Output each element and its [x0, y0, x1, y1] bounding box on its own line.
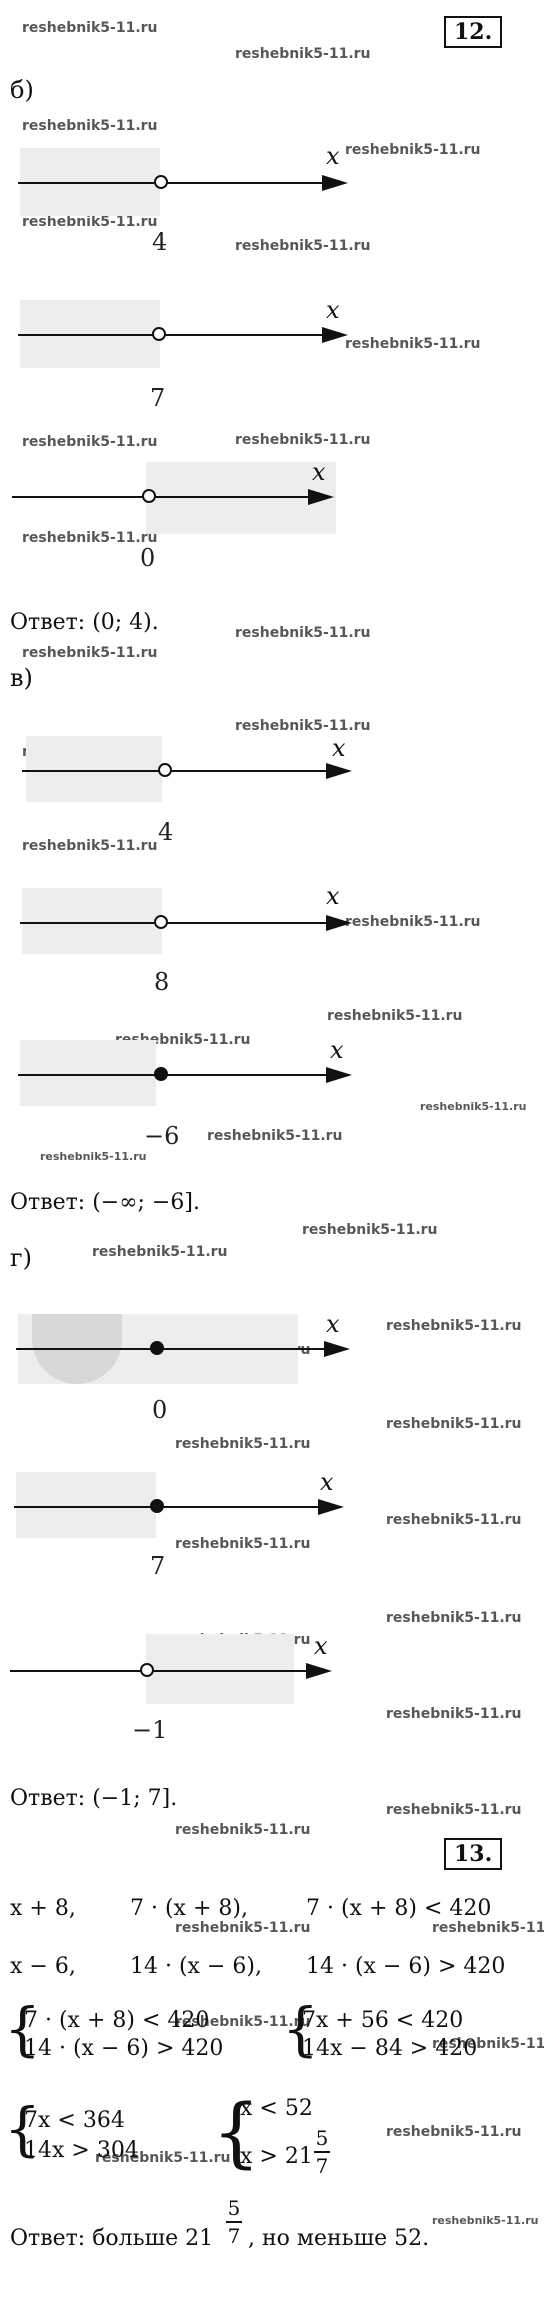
watermark: reshebnik5-11.ru: [22, 20, 158, 36]
tick-label: 4: [158, 818, 174, 846]
watermark: reshebnik5-11.ru: [345, 914, 481, 930]
watermark: reshebnik5-11.ru: [40, 1150, 147, 1163]
answer-suffix: , но меньше 52.: [248, 2226, 430, 2251]
open-point: [152, 327, 166, 341]
watermark: reshebnik5-11.ru: [432, 2214, 539, 2227]
axis-label: x: [320, 1468, 334, 1496]
watermark: reshebnik5-11.ru: [95, 2150, 231, 2166]
axis-label: x: [326, 296, 340, 324]
watermark: reshebnik5-11.ru: [386, 2124, 522, 2140]
watermark: reshebnik5-11.ru: [235, 46, 371, 62]
answer: Ответ: больше 21: [10, 2226, 213, 2251]
fraction-numerator: 5: [315, 2126, 329, 2150]
watermark: reshebnik5-11.ru: [235, 432, 371, 448]
expression: 7 · (x + 8),: [130, 1896, 248, 1921]
system-line: 7x < 364: [24, 2108, 125, 2133]
axis-label: x: [326, 142, 340, 170]
tick-label: 0: [140, 544, 156, 572]
watermark: reshebnik5-11.ru: [175, 1920, 311, 1936]
system-line: x < 52: [240, 2096, 313, 2121]
watermark: reshebnik5-11.ru: [432, 1920, 544, 1936]
answer: Ответ: (−∞; −6].: [10, 1190, 200, 1215]
tick-label: 0: [152, 1396, 168, 1424]
watermark: reshebnik5-11.ru: [22, 434, 158, 450]
watermark: reshebnik5-11.ru: [345, 336, 481, 352]
tick-label: 8: [154, 968, 170, 996]
watermark: reshebnik5-11.ru: [175, 1536, 311, 1552]
watermark: reshebnik5-11.ru: [302, 1222, 438, 1238]
axis-label: x: [326, 882, 340, 910]
watermark: reshebnik5-11.ru: [386, 1706, 522, 1722]
watermark: reshebnik5-11.ru: [22, 118, 158, 134]
system-line: x > 21: [240, 2144, 313, 2169]
part-label: г): [10, 1244, 32, 1272]
system-brace: {: [282, 1995, 319, 2063]
watermark: reshebnik5-11.ru: [92, 1244, 228, 1260]
watermark: reshebnik5-11.ru: [22, 530, 158, 546]
open-point: [142, 489, 156, 503]
tick-label: 4: [152, 228, 168, 256]
open-point: [158, 763, 172, 777]
open-point: [154, 175, 168, 189]
axis-label: x: [332, 734, 346, 762]
fraction-denominator: 7: [227, 2224, 241, 2248]
system-brace: {: [4, 1995, 41, 2063]
tick-label: 7: [150, 384, 166, 412]
fraction: 5 7: [226, 2196, 242, 2248]
open-point: [140, 1663, 154, 1677]
watermark: reshebnik5-11.ru: [22, 214, 158, 230]
system-line: 7x + 56 < 420: [302, 2008, 464, 2033]
watermark: reshebnik5-11.ru: [175, 1436, 311, 1452]
part-label: б): [10, 76, 34, 104]
watermark: reshebnik5-11.ru: [386, 1416, 522, 1432]
fraction-denominator: 7: [315, 2154, 329, 2178]
watermark: reshebnik5-11.ru: [22, 645, 158, 661]
expression: x − 6,: [10, 1954, 76, 1979]
watermark: reshebnik5-11.ru: [386, 1318, 522, 1334]
watermark: reshebnik5-11.ru: [420, 1100, 527, 1113]
task-number: 12.: [444, 16, 503, 48]
watermark: reshebnik5-11.ru: [386, 1802, 522, 1818]
system-line: 14 · (x − 6) > 420: [24, 2036, 224, 2061]
answer: Ответ: (0; 4).: [10, 610, 159, 635]
answer-prefix: Ответ: больше 21: [10, 2226, 214, 2251]
watermark: reshebnik5-11.ru: [432, 2036, 544, 2052]
watermark: reshebnik5-11.ru: [175, 1822, 311, 1838]
watermark: reshebnik5-11.ru: [235, 718, 371, 734]
system-line: 14x > 304: [24, 2138, 139, 2163]
filled-point: [150, 1341, 164, 1355]
expression: 14 · (x − 6),: [130, 1954, 262, 1979]
fraction: 5 7: [314, 2126, 330, 2178]
expression: 14 · (x − 6) > 420: [306, 1954, 506, 1979]
tick-label: 7: [150, 1552, 166, 1580]
watermark: reshebnik5-11.ru: [22, 838, 158, 854]
axis-label: x: [326, 1310, 340, 1338]
open-point: [154, 915, 168, 929]
watermark: reshebnik5-11.ru: [327, 1008, 463, 1024]
axis-label: x: [314, 1632, 328, 1660]
part-label: в): [10, 664, 33, 692]
system-line: 14x − 84 > 420: [302, 2036, 478, 2061]
axis-label: x: [330, 1036, 344, 1064]
axis-label: x: [312, 458, 326, 486]
answer: Ответ: (−1; 7].: [10, 1786, 178, 1811]
watermark: reshebnik5-11.ru: [386, 1512, 522, 1528]
watermark: reshebnik5-11.ru: [175, 2014, 311, 2030]
filled-point: [150, 1499, 164, 1513]
task-number: 13.: [444, 1838, 503, 1870]
tick-label: −1: [132, 1716, 168, 1744]
filled-point: [154, 1067, 168, 1081]
watermark: reshebnik5-11.ru: [235, 238, 371, 254]
tick-label: −6: [144, 1122, 180, 1150]
watermark: reshebnik5-11.ru: [235, 625, 371, 641]
system-line: 7 · (x + 8) < 420: [24, 2008, 210, 2033]
expression: 7 · (x + 8) < 420: [306, 1896, 492, 1921]
system-brace: {: [212, 2087, 261, 2176]
watermark: reshebnik5-11.ru: [207, 1128, 343, 1144]
expression: x + 8,: [10, 1896, 76, 1921]
system-brace: {: [4, 2095, 41, 2163]
watermark: reshebnik5-11.ru: [386, 1610, 522, 1626]
fraction-numerator: 5: [227, 2196, 241, 2220]
watermark: reshebnik5-11.ru: [345, 142, 481, 158]
